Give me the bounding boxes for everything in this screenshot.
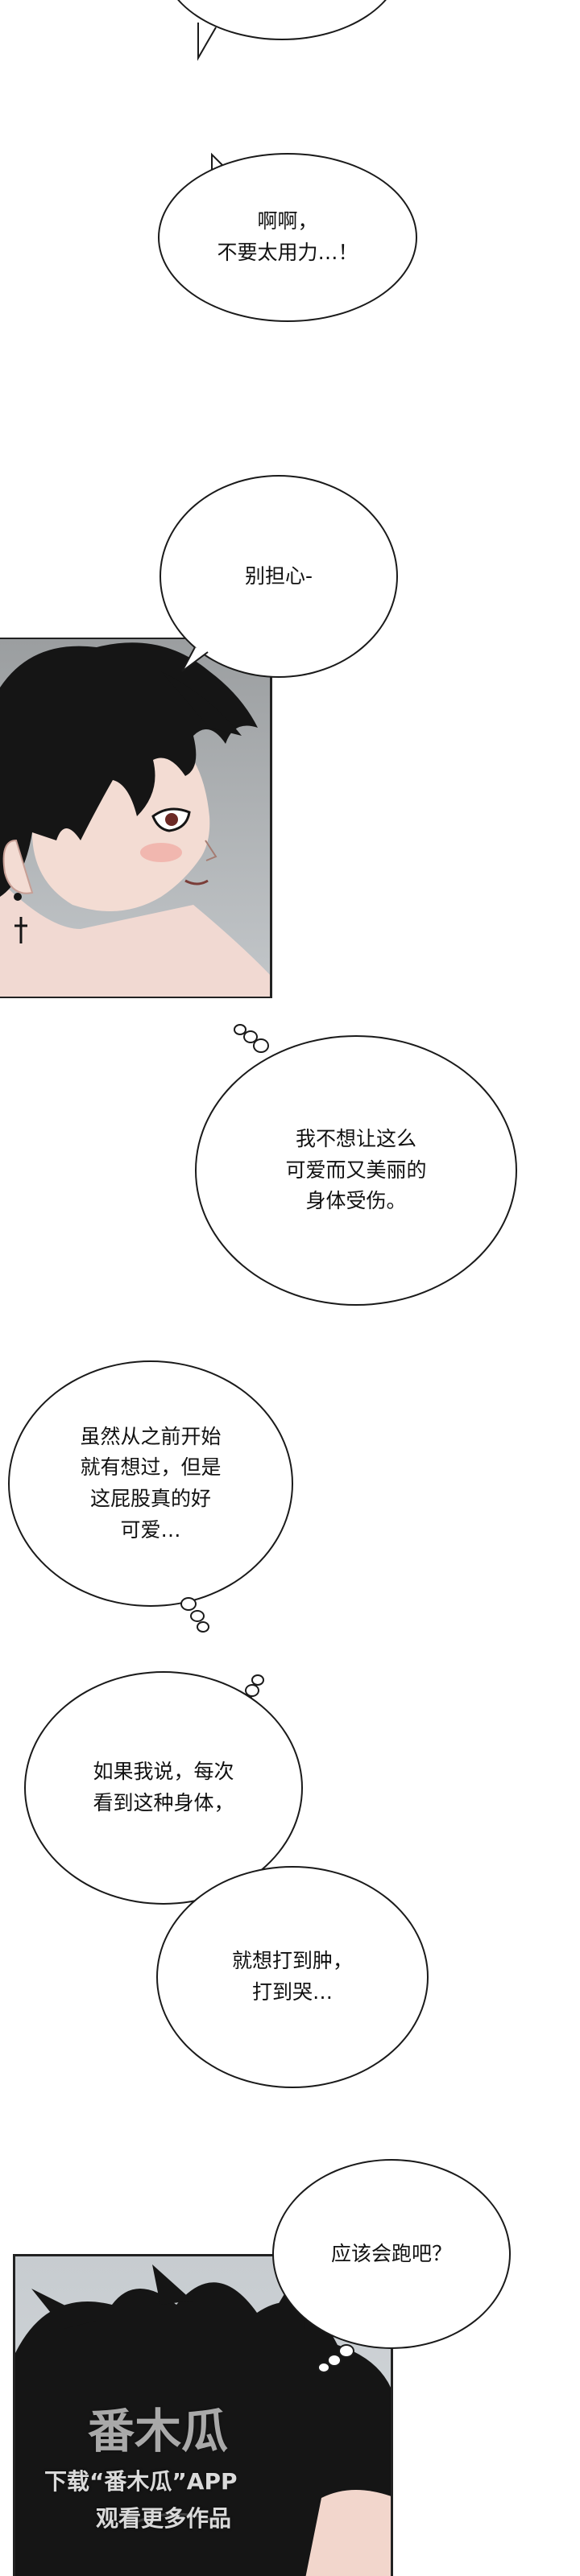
watermark-brand: 番木瓜	[88, 2404, 229, 2458]
thought-dot	[251, 1674, 264, 1686]
thought-dot	[190, 1610, 205, 1622]
thought-bubble-7: 就想打到肿， 打到哭…	[156, 1866, 429, 2088]
bubble-4-text: 我不想让这么 可爱而又美丽的 身体受伤。	[285, 1126, 427, 1213]
bubble-5-text: 虽然从之前开始 就有想过，但是 这屁股真的好 可爱…	[80, 1424, 222, 1542]
comic-panel-2: 番木瓜 下载“番木瓜”APP 观看更多作品	[13, 2254, 393, 2576]
thought-bubble-5: 虽然从之前开始 就有想过，但是 这屁股真的好 可爱…	[8, 1360, 293, 1607]
speech-tail-1	[197, 23, 217, 61]
character-illustration	[0, 642, 270, 997]
watermark-line-1: 下载“番木瓜”APP	[44, 2468, 238, 2495]
speech-tail-3	[181, 646, 209, 672]
thought-dot	[180, 1597, 197, 1611]
bubble-7-text: 就想打到肿， 打到哭…	[231, 1949, 353, 2004]
comic-panel-1	[0, 638, 272, 998]
thought-bubble-8: 应该会跑吧？	[272, 2159, 511, 2349]
bubble-6-text: 如果我说，每次 看到这种身体，	[93, 1760, 234, 1814]
bubble-3-text: 别担心-	[244, 564, 313, 588]
speech-bubble-3: 别担心-	[160, 475, 398, 678]
thought-bubble-6: 如果我说，每次 看到这种身体，	[24, 1671, 303, 1905]
thought-dot	[197, 1621, 209, 1633]
speech-bubble-2: 啊啊， 不要太用力…！	[158, 153, 417, 322]
thought-dot	[338, 2344, 354, 2358]
watermark-logo: 番木瓜	[88, 2393, 228, 2461]
bubble-8-text: 应该会跑吧？	[330, 2241, 452, 2265]
thought-bubble-4: 我不想让这么 可爱而又美丽的 身体受伤。	[195, 1035, 517, 1306]
bubble-2-text: 啊啊， 不要太用力…！	[217, 209, 358, 264]
thought-dot	[253, 1038, 269, 1053]
thought-dot	[327, 2354, 342, 2367]
thought-dot	[243, 1030, 258, 1043]
thought-dot	[317, 2362, 330, 2373]
watermark-line-2: 观看更多作品	[96, 2505, 232, 2532]
thought-dot	[234, 1024, 246, 1035]
